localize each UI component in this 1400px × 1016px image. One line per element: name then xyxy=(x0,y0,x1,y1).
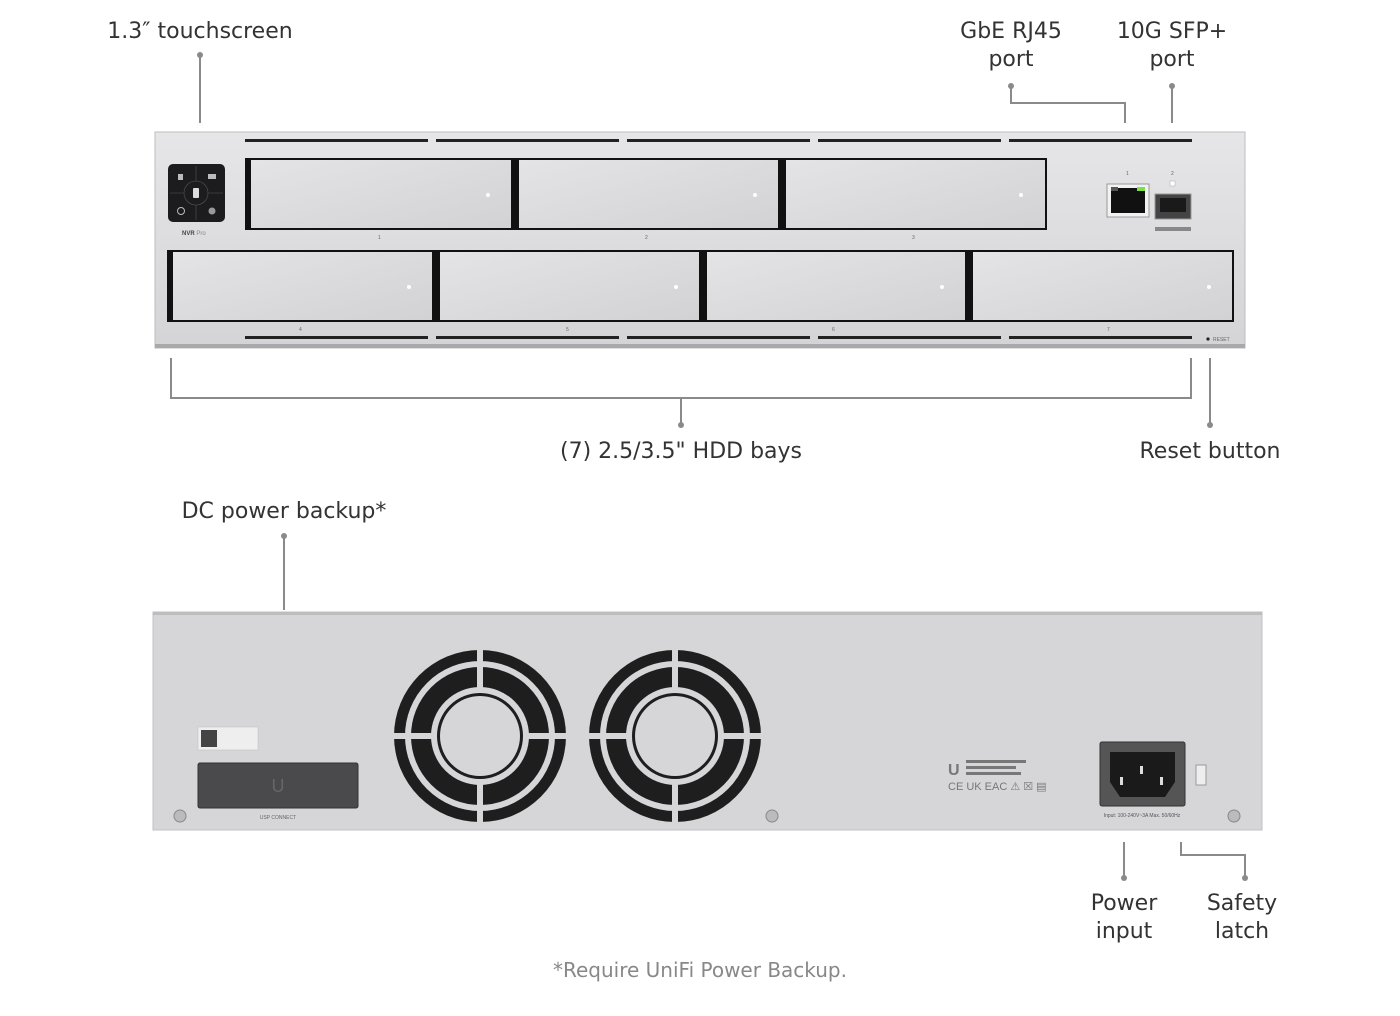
regulatory-marks: U CE UK EAC ⚠ ☒ ▤ xyxy=(948,760,1047,793)
hdd-bay-7[interactable] xyxy=(967,250,1234,322)
svg-text:NVR Pro: NVR Pro xyxy=(182,231,206,237)
bay-number: 5 xyxy=(566,327,569,333)
power-inlet[interactable] xyxy=(1099,741,1186,807)
hdd-bay-2[interactable] xyxy=(513,158,780,230)
power-rating: Input: 100-240V~3A Max. 50/60Hz xyxy=(1104,813,1181,819)
sfp-led xyxy=(1169,180,1176,187)
screw xyxy=(1227,809,1241,823)
svg-text:CE UK EAC ⚠ ☒ ▤: CE UK EAC ⚠ ☒ ▤ xyxy=(948,781,1047,793)
safety-latch[interactable] xyxy=(1195,764,1207,786)
callout-hdd-bays: (7) 2.5/3.5" HDD bays xyxy=(560,439,802,464)
callout-touchscreen: 1.3″ touchscreen xyxy=(107,19,292,44)
reset-button[interactable] xyxy=(1206,337,1210,341)
callout-sfp: 10G SFP+ xyxy=(1117,19,1227,44)
bay-number: 6 xyxy=(832,327,835,333)
fan-1 xyxy=(394,650,566,822)
callout-power-input: Power xyxy=(1091,891,1158,916)
hdd-bay-5[interactable] xyxy=(434,250,701,322)
hdd-bay-3[interactable] xyxy=(780,158,1047,230)
hdd-bay-6[interactable] xyxy=(701,250,967,322)
vent-slots xyxy=(245,139,1192,339)
callout-dc-power: DC power backup* xyxy=(182,499,387,524)
rear-panel: U USP CONNECT U CE UK EAC ⚠ ☒ ▤ Input: 1… xyxy=(152,611,1263,831)
model-suffix: Pro xyxy=(196,231,206,237)
hdd-bay-1[interactable] xyxy=(245,158,513,230)
callout-reset: Reset button xyxy=(1139,439,1280,464)
callout-safety-latch-2: latch xyxy=(1215,919,1269,944)
bay-number: 2 xyxy=(645,235,648,241)
bay-number: 1 xyxy=(378,235,381,241)
callout-sfp-2: port xyxy=(1149,47,1194,72)
bay-number: 3 xyxy=(912,235,915,241)
callout-gbe-2: port xyxy=(988,47,1033,72)
bay-number: 4 xyxy=(299,327,302,333)
port-number: 1 xyxy=(1126,171,1129,177)
callout-gbe: GbE RJ45 xyxy=(960,19,1062,44)
usp-connect-port[interactable]: U xyxy=(197,762,359,809)
port-number: 2 xyxy=(1171,171,1174,177)
fan-2 xyxy=(589,650,761,822)
hdd-bay-4[interactable] xyxy=(167,250,434,322)
bay-number: 7 xyxy=(1107,327,1110,333)
touchscreen[interactable] xyxy=(168,164,225,222)
rj45-port[interactable] xyxy=(1106,183,1150,218)
callout-power-input-2: input xyxy=(1096,919,1153,944)
svg-text:U: U xyxy=(948,762,960,779)
usp-label: USP CONNECT xyxy=(260,815,296,821)
qr-code xyxy=(201,730,217,747)
sfp-port[interactable] xyxy=(1154,193,1192,231)
footnote: *Require UniFi Power Backup. xyxy=(553,958,847,982)
svg-text:U: U xyxy=(272,776,285,796)
callout-safety-latch: Safety xyxy=(1207,891,1277,916)
screw xyxy=(173,809,187,823)
screw xyxy=(765,809,779,823)
front-panel: NVR Pro 1 2 3 4 5 6 7 1 2 RESET xyxy=(154,131,1246,349)
reset-text: RESET xyxy=(1213,337,1230,343)
model-name: NVR xyxy=(182,231,195,237)
